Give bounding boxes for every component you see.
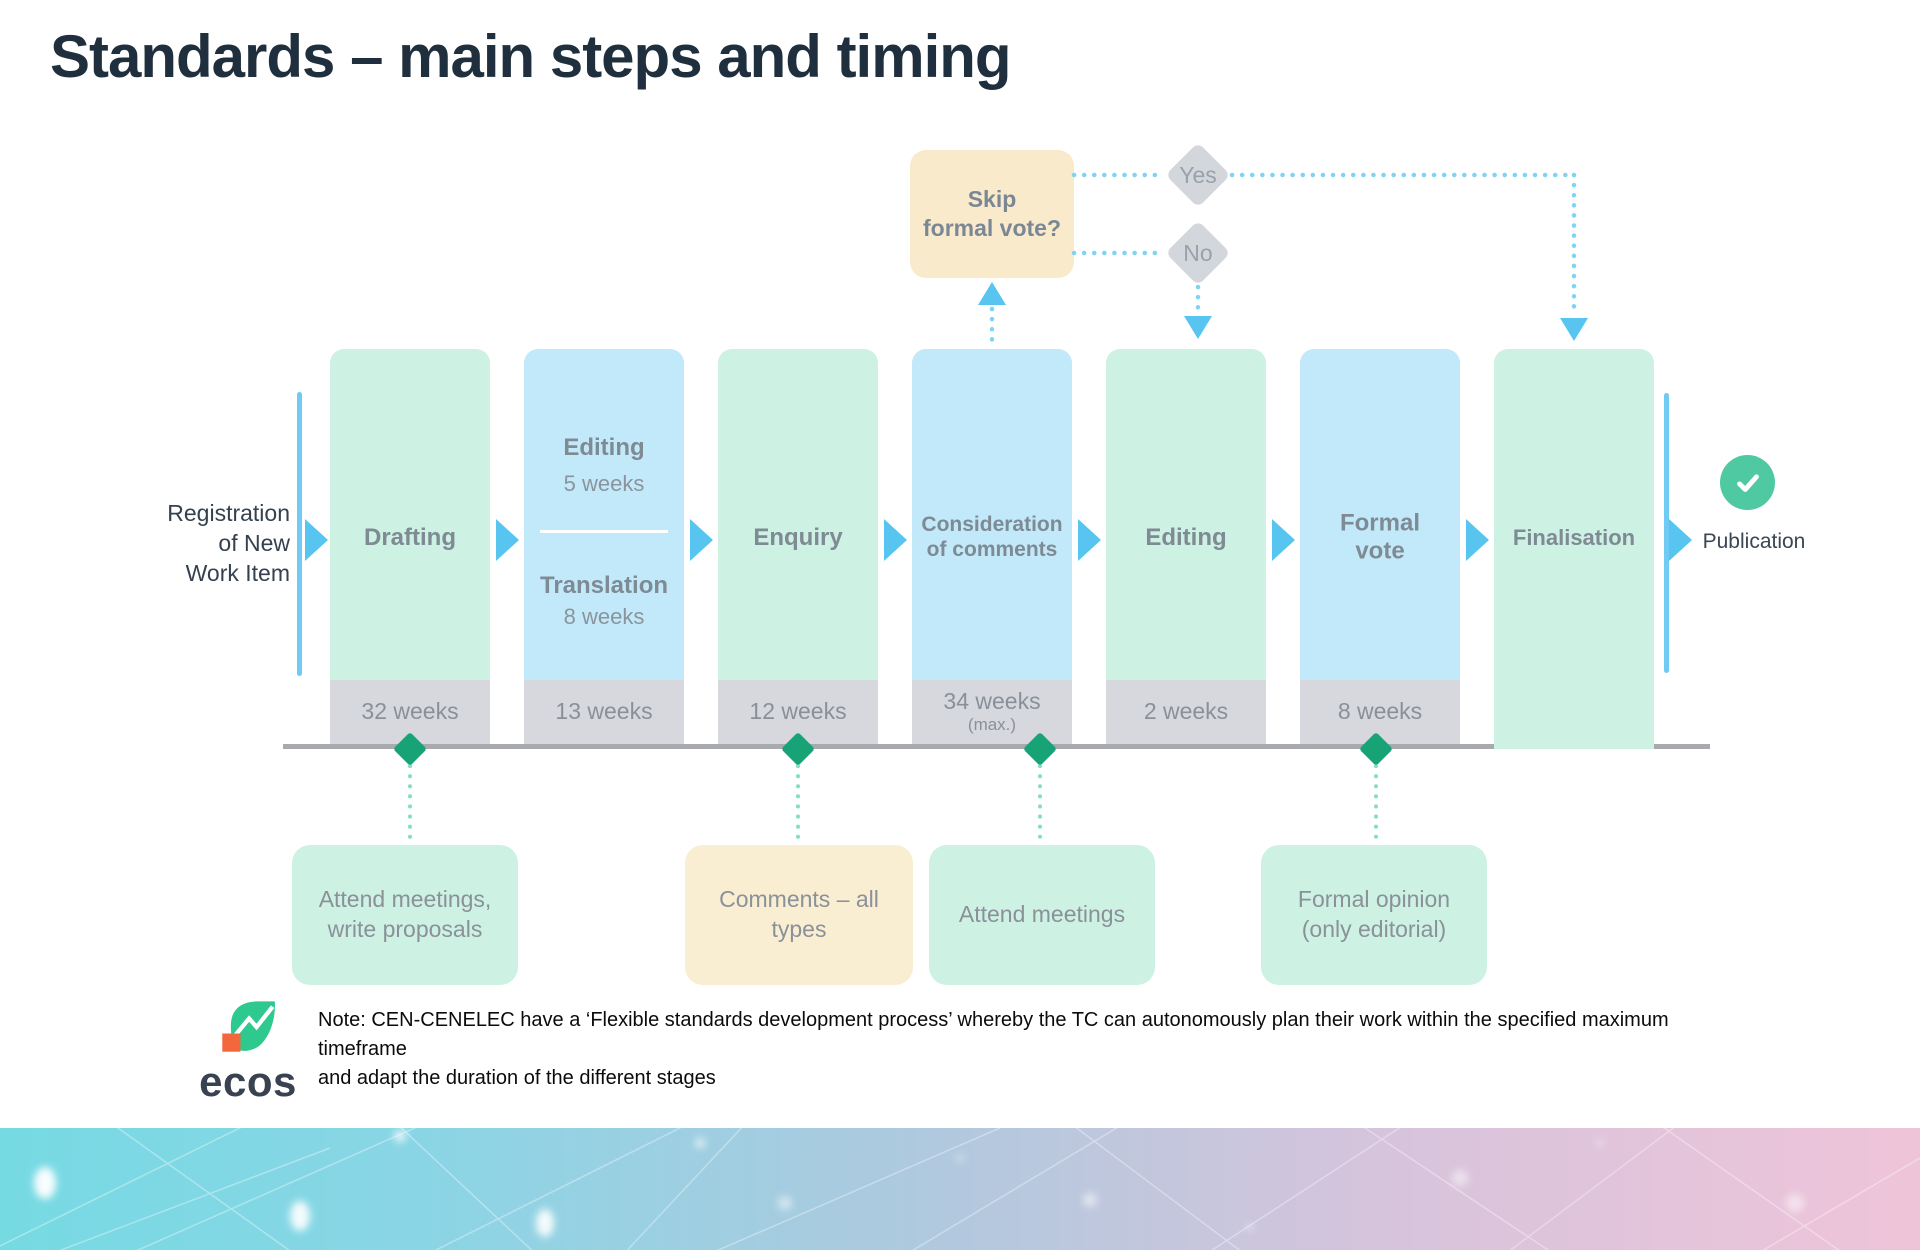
stage-sublabel-editing: Editing xyxy=(563,434,645,461)
no-diamond-shape xyxy=(1168,223,1228,283)
stage-box-editing-2: Editing 2 weeks xyxy=(1106,349,1266,744)
stage-duration: 13 weeks xyxy=(524,680,684,744)
stage-duration: 12 weeks xyxy=(718,680,878,744)
no-label: No xyxy=(1183,240,1212,266)
publication-label: Publication xyxy=(1702,530,1806,553)
arrowhead-up-skip-icon xyxy=(978,282,1006,305)
callout-attend-meetings-write-proposals: Attend meetings, write proposals xyxy=(292,845,518,985)
callout-formal-opinion: Formal opinion (only editorial) xyxy=(1261,845,1487,985)
stage-box-finalisation: Finalisation xyxy=(1494,349,1654,749)
stage-box-consideration: Consideration of comments 34 weeks (max.… xyxy=(912,349,1072,744)
yes-diamond-shape xyxy=(1168,145,1228,205)
arrowhead-down-finalisation-icon xyxy=(1560,318,1588,341)
stage-box-enquiry: Enquiry 12 weeks xyxy=(718,349,878,744)
stage-label: Enquiry xyxy=(753,523,843,551)
flow-arrow-4-icon xyxy=(1078,519,1101,561)
stage-box-editing-translation: Editing 5 weeks Translation 8 weeks 13 w… xyxy=(524,349,684,744)
callout-attend-meetings: Attend meetings xyxy=(929,845,1155,985)
flow-arrow-start-icon xyxy=(305,519,328,561)
stage-label: Consideration of comments xyxy=(921,513,1063,561)
ecos-orange-square xyxy=(222,1033,241,1052)
checkmark-icon xyxy=(1736,473,1759,492)
ecos-logo: ecos xyxy=(188,998,308,1103)
yes-diamond: Yes xyxy=(1168,145,1228,205)
stage-duration: 2 weeks xyxy=(1106,680,1266,744)
arrowhead-down-editing-icon xyxy=(1184,316,1212,339)
start-rail-line xyxy=(297,392,302,676)
flow-arrow-5-icon xyxy=(1272,519,1295,561)
decision-label: Skip formal vote? xyxy=(922,186,1062,241)
publication-check-icon xyxy=(1720,455,1775,510)
stage-box-formal-vote: Formal vote 8 weeks xyxy=(1300,349,1460,744)
note-text: Note: CEN-CENELEC have a ‘Flexible stand… xyxy=(318,1009,1669,1089)
page-title: Standards – main steps and timing xyxy=(50,23,1012,90)
ecos-wordmark: ecos xyxy=(199,1058,297,1105)
flow-arrow-6-icon xyxy=(1466,519,1489,561)
stage-label: Editing xyxy=(1145,523,1227,551)
stage-duration: 8 weeks xyxy=(1300,680,1460,744)
divider-line xyxy=(540,530,668,533)
start-label: Registration of New Work Item xyxy=(167,500,290,586)
stage-duration: 34 weeks (max.) xyxy=(912,680,1072,744)
end-rail-line xyxy=(1664,393,1669,673)
timeline-bar xyxy=(283,744,1710,749)
stage-sublabel-translation: Translation xyxy=(539,572,669,599)
decision-box-skip-formal-vote: Skip formal vote? xyxy=(910,150,1074,278)
plexus-pattern xyxy=(0,1128,1920,1250)
stage-label: Formal vote xyxy=(1339,509,1420,565)
stage-duration-note: (max.) xyxy=(967,715,1017,735)
flow-arrow-2-icon xyxy=(690,519,713,561)
callout-comments-all-types: Comments – all types xyxy=(685,845,913,985)
stage-box-drafting: Drafting 32 weeks xyxy=(330,349,490,744)
stage-subduration-editing: 5 weeks xyxy=(563,471,645,496)
stage-label: Finalisation xyxy=(1512,525,1636,551)
flow-arrow-1-icon xyxy=(496,519,519,561)
stage-label: Drafting xyxy=(364,523,456,551)
stage-subduration-translation: 8 weeks xyxy=(563,604,645,629)
footer-band xyxy=(0,1128,1920,1250)
ecos-leaf-icon xyxy=(222,1001,275,1052)
yes-label: Yes xyxy=(1179,162,1217,188)
no-diamond: No xyxy=(1168,223,1228,283)
stage-duration: 32 weeks xyxy=(330,680,490,744)
flow-arrow-3-icon xyxy=(884,519,907,561)
